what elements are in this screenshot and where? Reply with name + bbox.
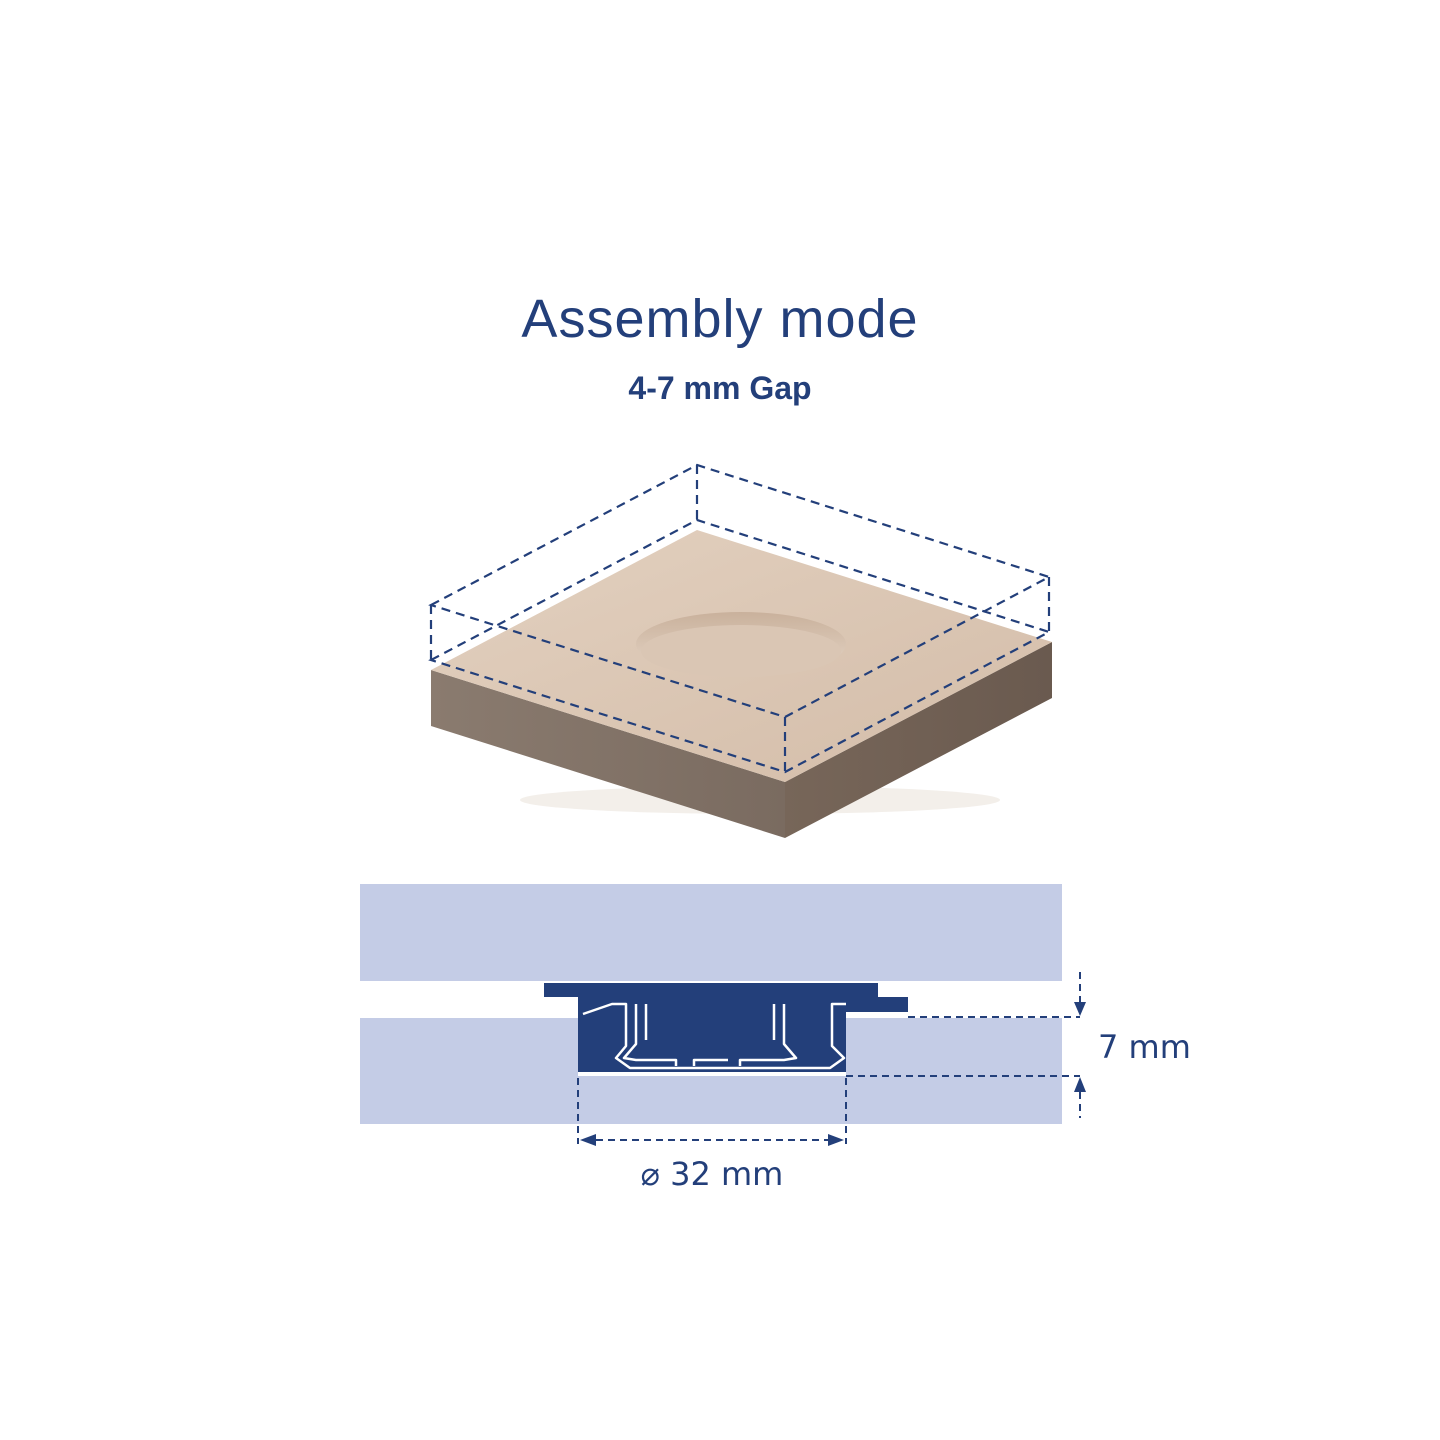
connector-body	[578, 997, 908, 1072]
diameter-dimension-label: ⌀ 32 mm	[640, 1155, 784, 1193]
diameter-arrow-right	[828, 1134, 844, 1146]
lower-panel-right	[846, 1018, 1062, 1124]
panel-left-face	[431, 670, 785, 838]
height-dimension-label: 7 mm	[1098, 1028, 1191, 1066]
height-arrow-up	[1074, 1077, 1086, 1092]
diagram-subtitle: 4-7 mm Gap	[628, 370, 812, 406]
panel-hole-bottom	[641, 625, 841, 677]
diagram-title: Assembly mode	[521, 289, 919, 349]
connector-top-plate	[544, 983, 878, 997]
height-arrow-down	[1074, 1002, 1086, 1016]
connector-fitting	[544, 983, 908, 1072]
wood-panel-3d	[431, 530, 1052, 838]
gap-volume-dashed-box	[428, 463, 1052, 774]
panel-right-face	[785, 642, 1052, 838]
upper-panel	[360, 884, 1062, 981]
lower-panel-bore-bottom	[578, 1076, 846, 1124]
diameter-arrow-left	[580, 1134, 596, 1146]
lower-panel-left	[360, 1018, 578, 1124]
cross-section	[360, 884, 1086, 1146]
